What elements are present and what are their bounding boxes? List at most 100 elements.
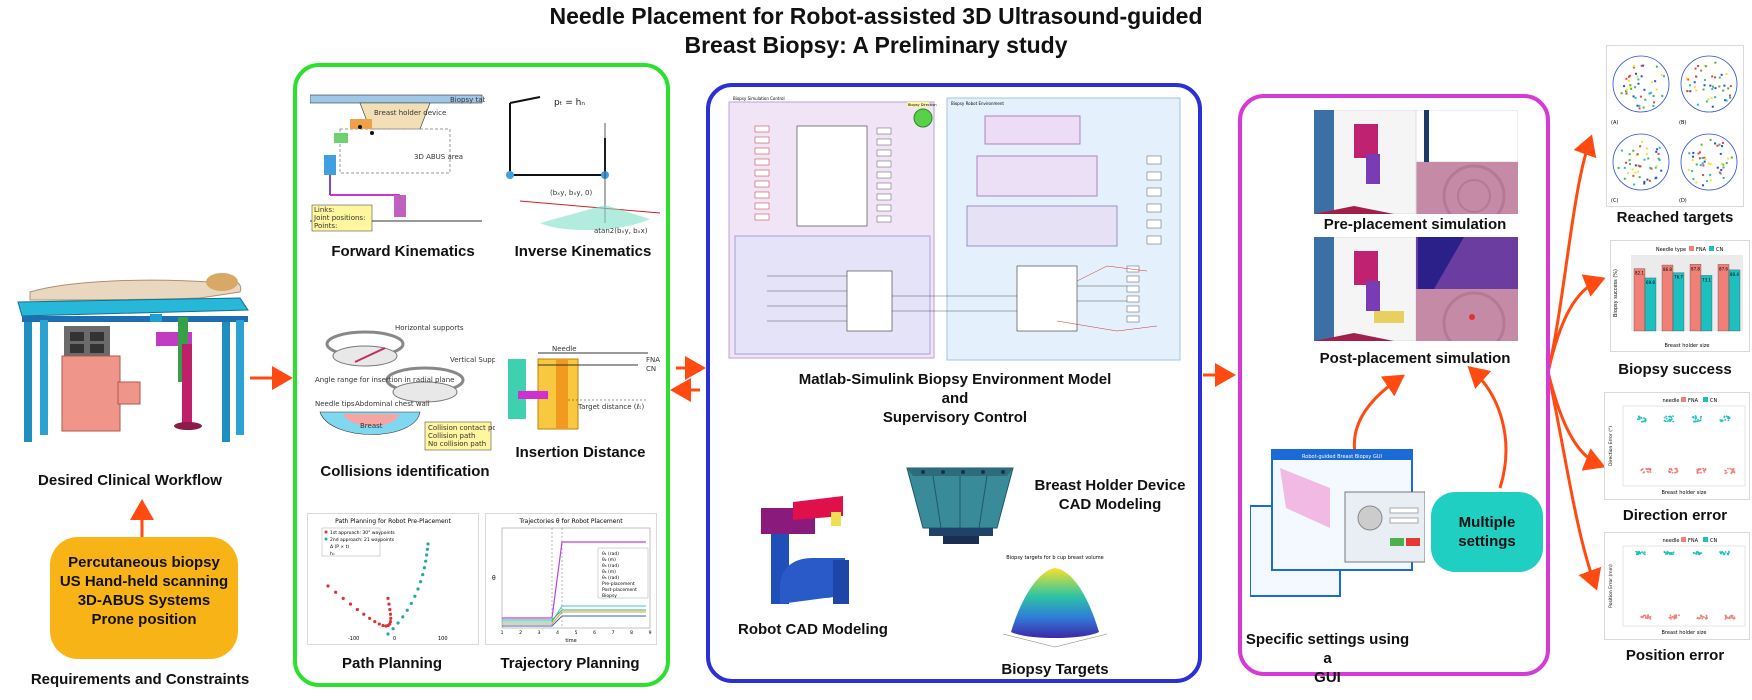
arrow-to-success	[1546, 274, 1606, 373]
position-point-fna	[1731, 614, 1734, 617]
position-point-fna	[1644, 614, 1647, 617]
direction-point-fna	[1724, 472, 1727, 475]
direction-point-cn	[1665, 415, 1668, 418]
position-point-fna	[1705, 614, 1708, 617]
direction-xlabel: Breast holder size	[1662, 490, 1707, 496]
position-point-cn	[1724, 551, 1727, 553]
position-point-fna	[1648, 616, 1651, 619]
position-point-fna	[1668, 616, 1671, 619]
reached-target-point	[1727, 157, 1730, 160]
success-bar-label: 87.8	[1691, 266, 1700, 271]
path-planning-label: Path Planning	[341, 655, 442, 672]
reached-target-point	[1630, 87, 1633, 90]
ik-atan-text: atan2(bₓy, bₓx)	[594, 227, 648, 235]
direction-point-cn	[1699, 417, 1702, 419]
position-point-fna	[1670, 618, 1672, 620]
path-waypoint	[401, 615, 405, 619]
reached-target-point	[1704, 158, 1707, 161]
success-bar-label: 73.1	[1702, 277, 1711, 282]
insertion-distance-label: Insertion Distance	[515, 444, 646, 461]
reached-target-point	[1646, 147, 1649, 150]
gui-label-line: Specific settings using a	[1245, 631, 1410, 667]
path-waypoint	[334, 590, 338, 594]
reached-target-point	[1640, 64, 1643, 67]
path-waypoint	[381, 623, 385, 628]
pre-placement-figure	[1314, 110, 1518, 214]
reached-target-point	[1655, 88, 1658, 91]
position-ylabel: Position Error (mm)	[1608, 564, 1614, 608]
reached-target-point	[1716, 166, 1719, 169]
simulink-port-block	[1146, 203, 1162, 213]
reached-target-point	[1629, 163, 1632, 166]
reached-panel-label: (A)	[1611, 120, 1618, 126]
reached-target-point	[1637, 82, 1640, 85]
reached-target-point	[1722, 176, 1725, 179]
success-bar	[1661, 264, 1674, 332]
path-waypoint	[388, 622, 392, 626]
reached-target-point	[1703, 84, 1706, 87]
reached-target-point	[1730, 156, 1733, 159]
direction-point-cn	[1700, 415, 1702, 418]
gui-label: Specific settings using a GUI	[1240, 630, 1415, 687]
success-bar	[1700, 275, 1713, 332]
path-waypoint	[355, 607, 360, 612]
reached-target-point	[1643, 182, 1646, 185]
direction-point-fna	[1730, 468, 1733, 471]
reached-target-point	[1623, 177, 1626, 180]
simulink-input-block	[754, 180, 770, 188]
direction-point-fna	[1729, 467, 1732, 470]
path-waypoint	[368, 616, 372, 620]
reached-target-point	[1643, 180, 1646, 183]
fk-links-text: Links:	[314, 206, 334, 214]
collision-needle-text: Needle tips	[315, 400, 355, 408]
position-point-fna	[1733, 616, 1736, 619]
reached-target-point	[1701, 184, 1704, 187]
reached-target-point	[1694, 67, 1697, 70]
reached-target-point	[1657, 157, 1660, 160]
direction-legend-cn: CN	[1710, 398, 1717, 404]
simulink-input-block	[754, 191, 770, 199]
reached-target-point	[1653, 101, 1656, 104]
simulink-right-title: Biopsy Robot Environment	[951, 101, 1004, 106]
direction-error-label: Direction error	[1622, 507, 1728, 524]
position-point-fna	[1670, 616, 1673, 619]
simulink-output-block	[876, 171, 892, 179]
reached-target-point	[1686, 77, 1689, 80]
reached-target-point	[1709, 84, 1712, 87]
direction-point-fna	[1697, 468, 1700, 470]
traj-xtick: 6	[593, 630, 596, 636]
direction-point-fna	[1700, 471, 1702, 474]
reached-target-point	[1725, 162, 1728, 165]
reached-target-point	[1656, 148, 1659, 151]
reached-target-point	[1728, 94, 1731, 97]
fk-points-text: Points:	[314, 222, 337, 230]
position-point-fna	[1703, 616, 1705, 619]
reached-target-point	[1695, 89, 1698, 92]
success-bar-label: 87.6	[1719, 266, 1728, 271]
path-waypoint	[409, 601, 413, 605]
simulink-output-block	[876, 204, 892, 212]
simulink-input-block	[754, 213, 770, 221]
simulink-port-block	[1126, 275, 1140, 283]
direction-point-cn	[1721, 419, 1723, 422]
reached-target-point	[1707, 98, 1710, 101]
reached-target-point	[1729, 96, 1732, 99]
position-point-cn	[1670, 551, 1673, 554]
position-legend-cn: CN	[1710, 538, 1717, 544]
simulink-input-block	[754, 202, 770, 210]
reached-targets-chart: (A) (B) (C) (D)	[1606, 45, 1744, 207]
direction-points	[1636, 415, 1736, 475]
inverse-kinematics-label: Inverse Kinematics	[514, 243, 652, 260]
position-point-fna	[1731, 616, 1733, 619]
success-xlabel: Breast holder size	[1665, 343, 1710, 349]
simulink-model-figure: Biopsy Simulation Control Biopsy Robot E…	[728, 96, 1181, 361]
reached-target-point	[1625, 92, 1628, 95]
path-waypoint	[387, 602, 391, 606]
reached-target-point	[1722, 89, 1725, 92]
direction-point-fna	[1646, 468, 1649, 470]
collision-legend-item: Collision path	[428, 432, 475, 440]
position-point-fna	[1701, 617, 1703, 620]
reached-target-point	[1636, 153, 1639, 156]
